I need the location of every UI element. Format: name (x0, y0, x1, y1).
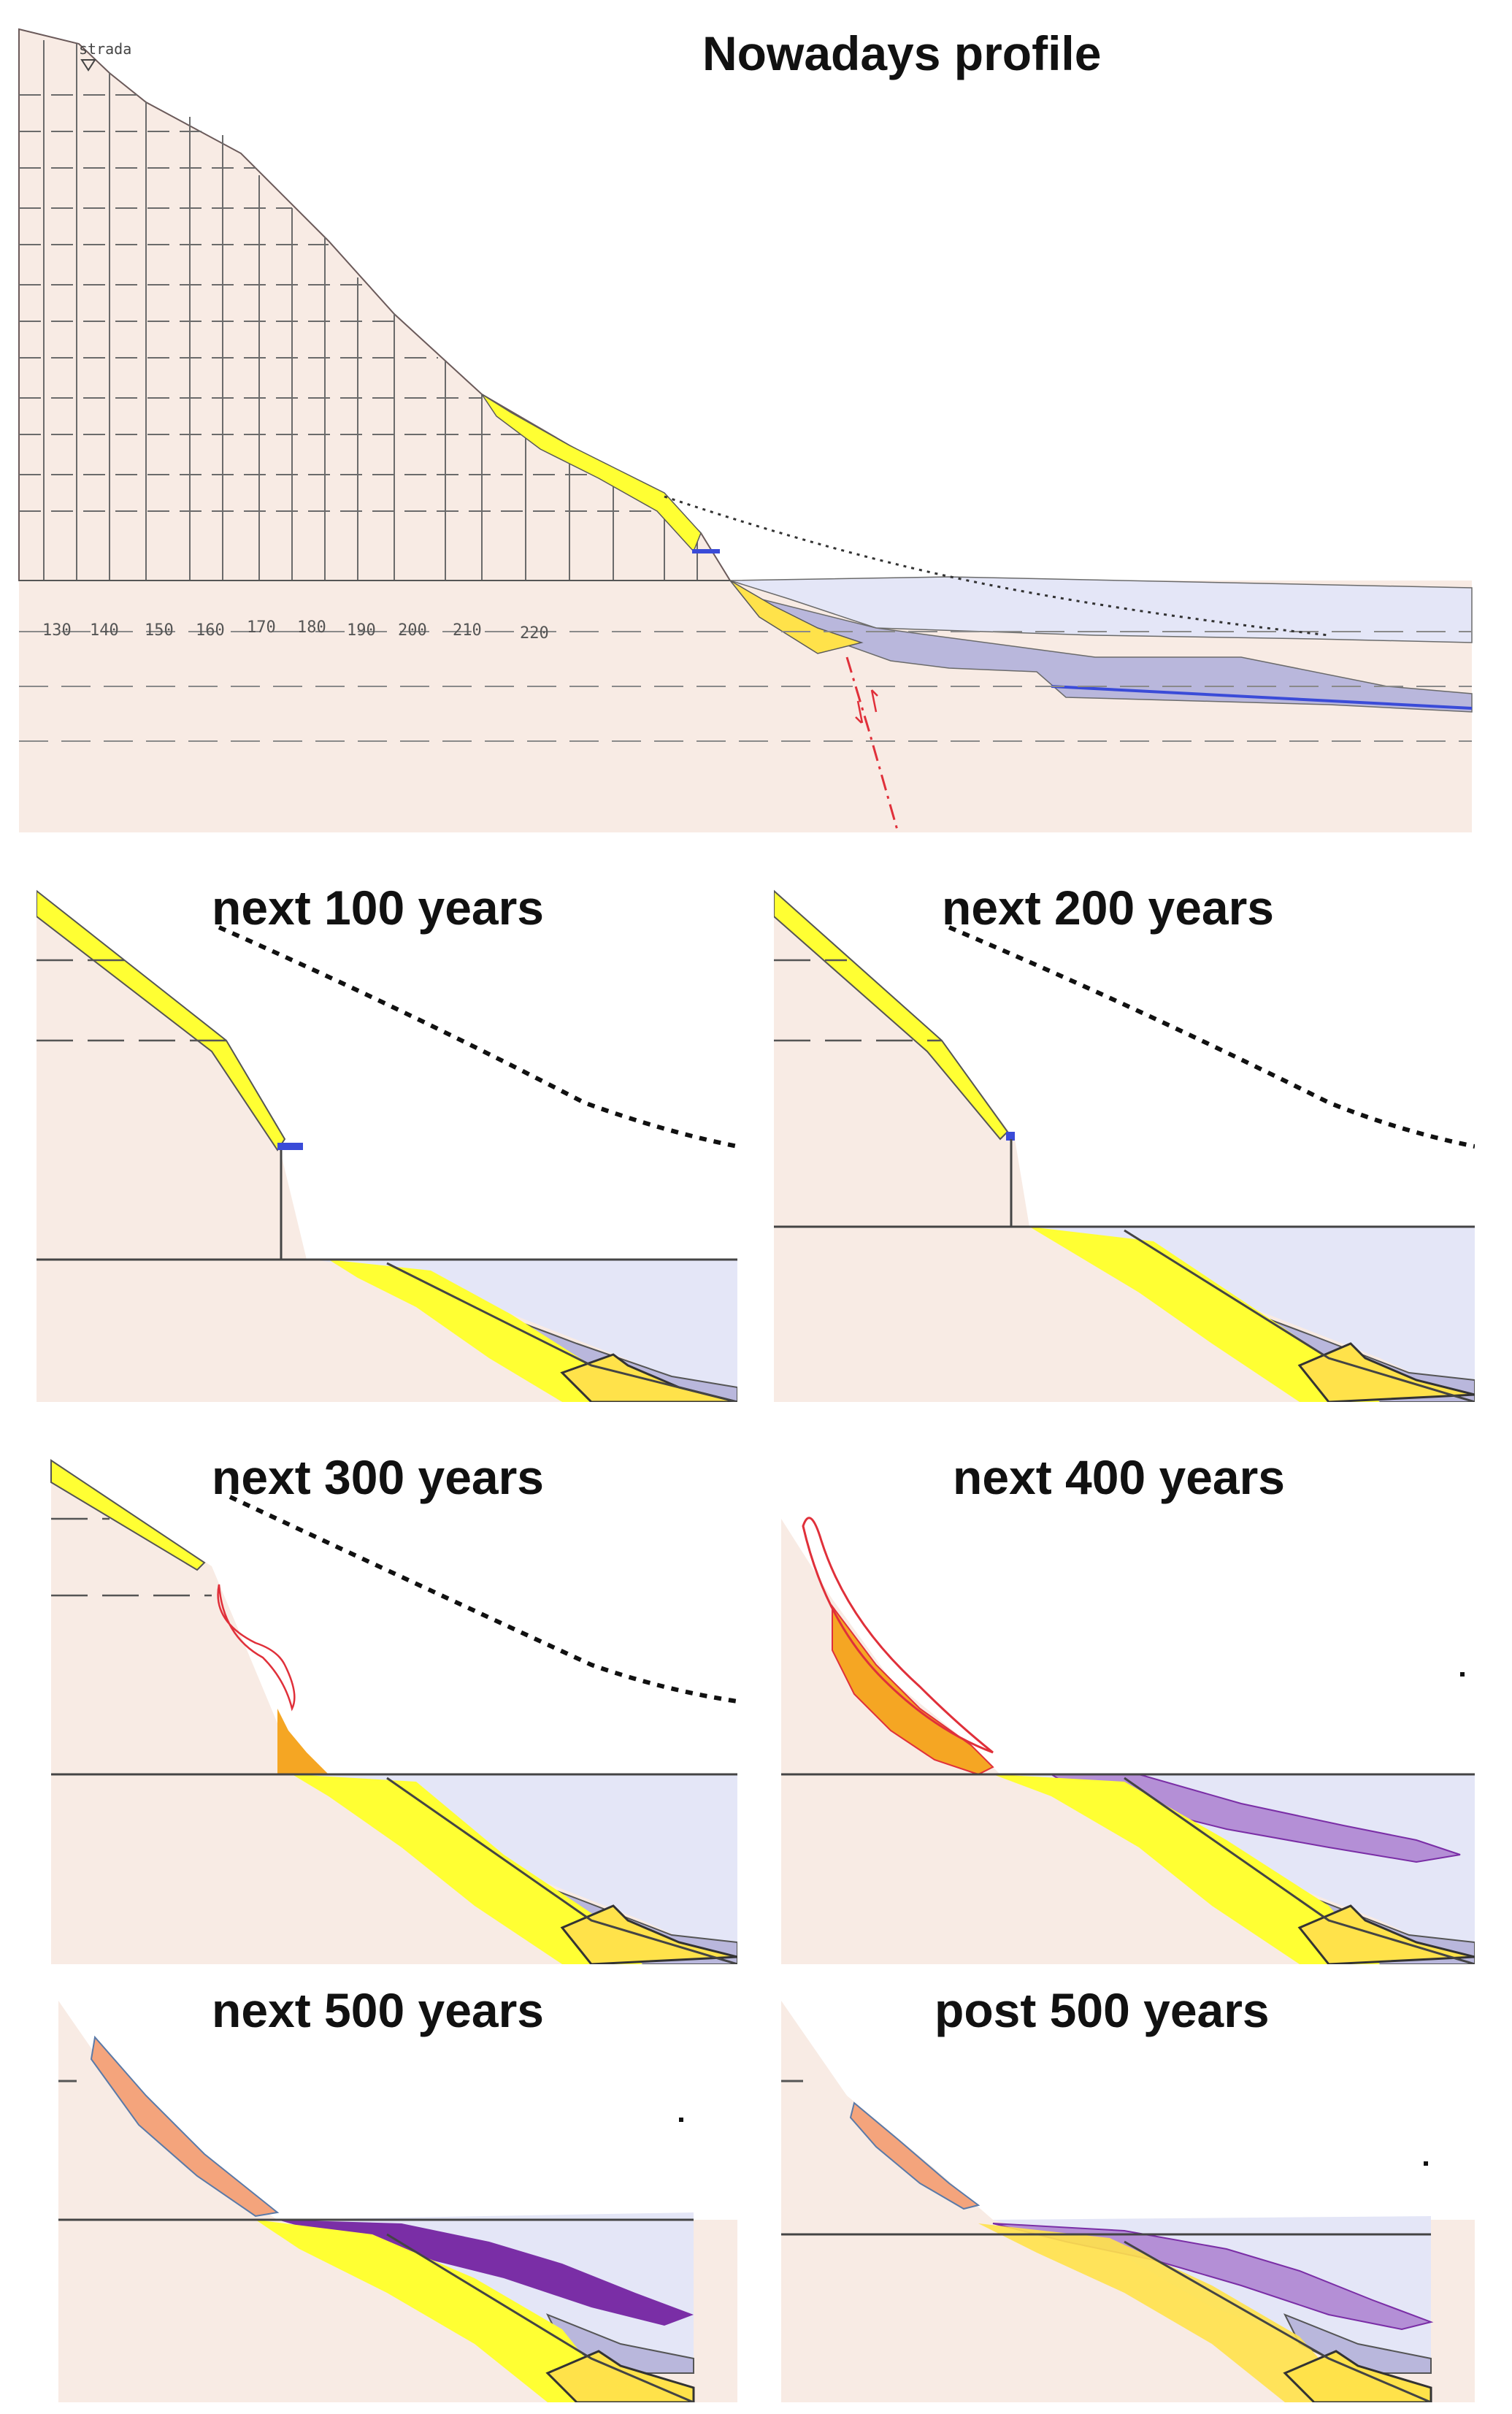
scenario-diagram-400 (781, 1517, 1475, 1964)
blue-marker-slope (692, 549, 720, 553)
slope-body (781, 1519, 1000, 1774)
debris-deposit-toe (329, 1260, 642, 1402)
lake-bottom-blue-line (1051, 685, 1473, 710)
debris-deposit-slope (50, 1459, 206, 1571)
scenario-diagram-500 (58, 2001, 737, 2402)
debris-wedge-gold (1297, 1904, 1475, 1964)
scenario-diagram-100 (37, 889, 737, 1402)
scenario-diagram-post-500 (781, 2001, 1475, 2402)
landslide-deposit-salmon (90, 2035, 280, 2218)
landslide-deposit-salmon (849, 2101, 981, 2210)
debris-deposit-toe (978, 2223, 1358, 2402)
strata-dashes (51, 1517, 212, 1597)
debris-wedge-gold (545, 2350, 695, 2402)
slope-body (774, 891, 1029, 1227)
section-label: 140 (90, 621, 119, 640)
section-label: 210 (453, 621, 482, 640)
scenario-panel-post-500: post 500 years (774, 1964, 1475, 2402)
debris-deposit-slope (481, 394, 702, 553)
main-panel-title: Nowadays profile (702, 26, 1102, 80)
marker-dot (679, 2118, 683, 2122)
debris-deposit-toe (993, 1774, 1380, 1964)
section-label: 190 (347, 621, 376, 640)
lake-water (1029, 1227, 1475, 1402)
fault-arrows (855, 689, 878, 724)
lake-sediment (759, 598, 1473, 713)
nowadays-profile-panel: strada 130 140 150 160 170 180 190 200 2… (0, 0, 1512, 840)
scenario-panel-200: next 200 years (774, 862, 1475, 1402)
former-surface-dotted (229, 1495, 737, 1704)
scenario-panel-300: next 300 years (37, 1431, 737, 1964)
lake-floor-line (1124, 2240, 1432, 2402)
debris-deposit-slope (774, 889, 1009, 1141)
debris-wedge-gold (1283, 2350, 1432, 2402)
scenario-panel-500: next 500 years (37, 1964, 737, 2402)
road-label: strada (79, 40, 131, 58)
marker-dot (1424, 2161, 1428, 2166)
slope-body (37, 891, 307, 1260)
former-surface-dotted (948, 925, 1475, 1149)
lake-floor-line (386, 2233, 694, 2402)
section-grid-strata (19, 94, 679, 512)
debris-deposit-toe (729, 580, 864, 654)
debris-wedge-gold (560, 1904, 737, 1964)
slope-body (51, 1460, 277, 1774)
strata-dashes (37, 959, 226, 1042)
panel-title-200: next 200 years (942, 881, 1275, 935)
section-grid-verticals (43, 40, 698, 580)
section-label: 150 (145, 621, 174, 640)
panel-title-500: next 500 years (212, 1983, 545, 2037)
lake-floor-line (386, 1777, 737, 1964)
section-label: 180 (297, 618, 326, 637)
nowadays-profile-diagram: strada 130 140 150 160 170 180 190 200 2… (18, 28, 1473, 833)
debris-wedge-gold (1297, 1342, 1475, 1402)
scenario-panel-100: next 100 years (37, 862, 737, 1402)
section-label: 160 (196, 621, 225, 640)
slope-body (781, 2001, 993, 2220)
fault-line (845, 656, 899, 833)
scenario-diagram-200 (774, 889, 1475, 1402)
lake-water (314, 1260, 737, 1402)
marker-dot (1460, 1672, 1465, 1677)
landslide-deposit-orange (277, 1709, 329, 1774)
panel-title-300: next 300 years (212, 1450, 545, 1504)
lake-floor-line (1124, 1229, 1475, 1402)
section-label: 130 (42, 621, 72, 640)
debris-deposit-toe (1029, 1227, 1380, 1402)
section-labels: 130 140 150 160 170 180 190 200 210 220 (42, 618, 549, 643)
lower-strata (19, 631, 1472, 742)
landslide-scar-red (802, 1517, 994, 1754)
road-marker-icon (80, 59, 96, 72)
panel-title-400: next 400 years (953, 1450, 1286, 1504)
scenario-panel-400: next 400 years (774, 1431, 1475, 1964)
panel-title-100: next 100 years (212, 881, 545, 935)
lake-floor-line (386, 1262, 737, 1402)
lake-floor-line (1124, 1777, 1475, 1964)
blue-marker (277, 1143, 303, 1150)
landslide-scar-red (217, 1584, 296, 1712)
section-label: 200 (398, 621, 427, 640)
slope-body (58, 2001, 277, 2220)
section-label: 170 (247, 618, 276, 637)
section-label: 220 (520, 624, 549, 643)
blue-marker (1006, 1132, 1015, 1141)
debris-deposit-toe (292, 1774, 642, 1964)
lake-water (1015, 1774, 1475, 1964)
slope-body (18, 28, 732, 581)
scenario-diagram-300 (50, 1459, 737, 1964)
debris-deposit-toe (256, 2220, 621, 2402)
former-surface-dotted (218, 925, 737, 1149)
strata-dashes (774, 959, 942, 1042)
lake-water (729, 576, 1473, 643)
panel-title-post-500: post 500 years (935, 1983, 1270, 2037)
former-surface-dotted (664, 495, 1329, 637)
